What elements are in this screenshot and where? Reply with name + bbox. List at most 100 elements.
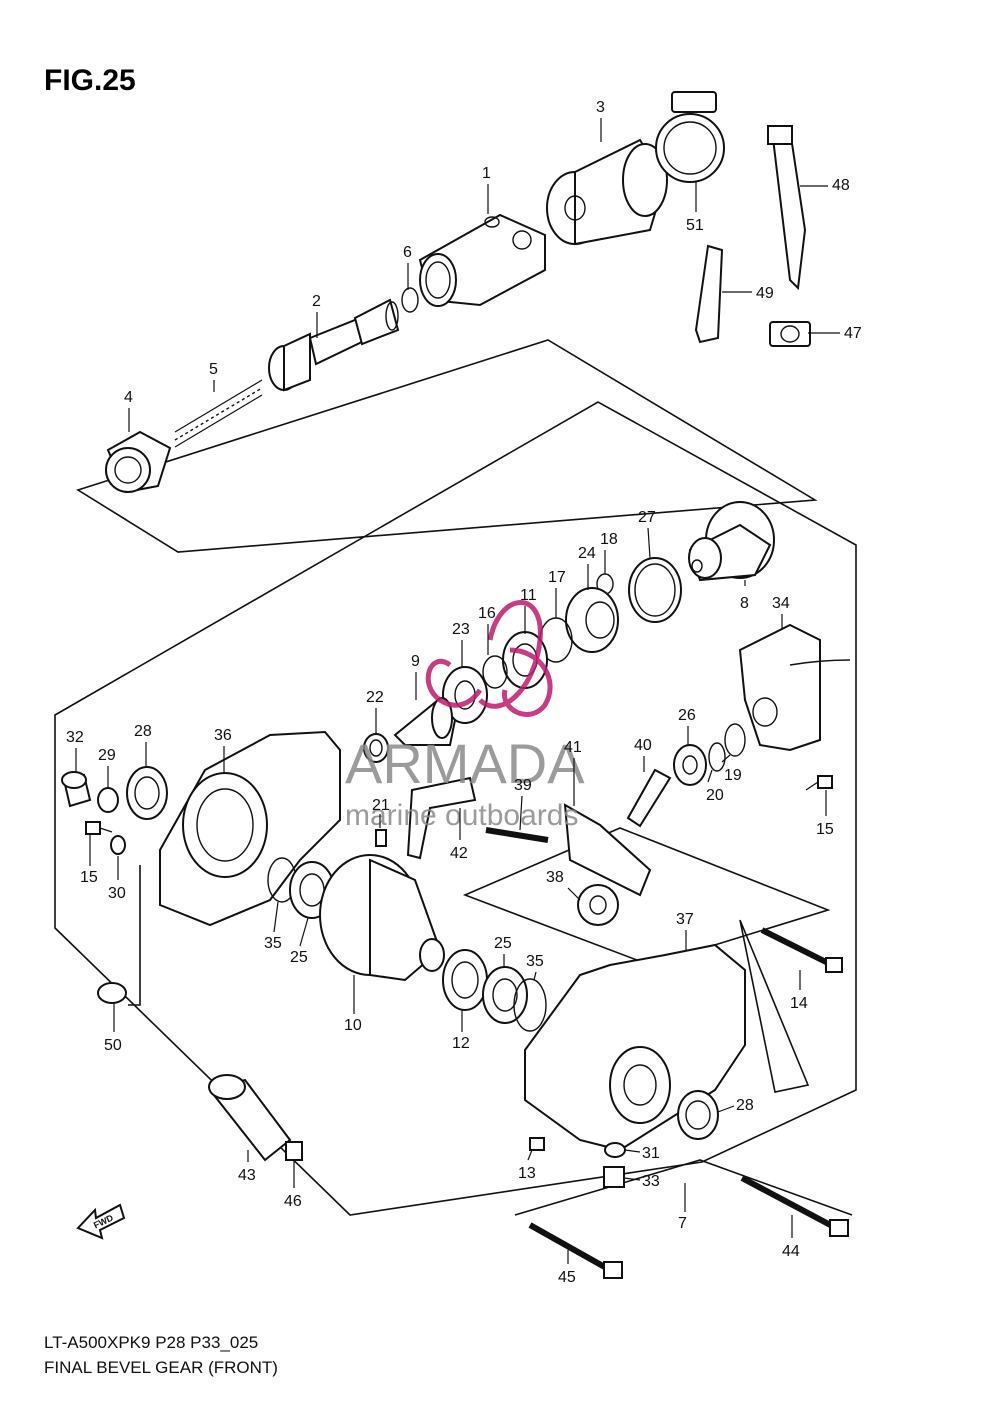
- watermark-logo-icon: [425, 600, 553, 717]
- part-44-bolt: [740, 1175, 849, 1237]
- watermark-tagline: marine outboards: [345, 799, 578, 832]
- part-28-seal-right: [677, 1090, 719, 1140]
- callout-leader: [707, 769, 713, 783]
- callout-15: 15: [80, 869, 98, 886]
- callout-1: 1: [482, 165, 491, 182]
- part-19-circlip: [724, 723, 746, 757]
- part-4-seal: [105, 430, 172, 494]
- callout-23: 23: [452, 621, 470, 638]
- callout-48: 48: [832, 177, 850, 194]
- lower-bracket: [514, 1159, 853, 1216]
- callout-35: 35: [526, 953, 544, 970]
- part-43-boot: [208, 1074, 292, 1162]
- callout-18: 18: [600, 531, 618, 548]
- callout-9: 9: [411, 653, 420, 670]
- callout-28: 28: [736, 1097, 754, 1114]
- callout-leader: [273, 901, 279, 933]
- part-35-shim-right: [513, 978, 547, 1032]
- callout-42: 42: [450, 845, 468, 862]
- callout-4: 4: [124, 389, 133, 406]
- callout-30: 30: [108, 885, 126, 902]
- callout-43: 43: [238, 1167, 256, 1184]
- part-28-seal-left: [126, 766, 168, 820]
- part-1-universal-joint: [418, 213, 546, 307]
- part-21-pin: [375, 829, 387, 847]
- part-41-shift-fork: [563, 803, 652, 897]
- part-46-clamp: [285, 1141, 303, 1161]
- callout-5: 5: [209, 361, 218, 378]
- callout-labels: 1234567891011121314151516171819202122232…: [66, 99, 862, 1286]
- callout-37: 37: [676, 911, 694, 928]
- part-33-plug: [603, 1166, 625, 1188]
- callout-leader: [624, 1149, 641, 1153]
- callout-12: 12: [452, 1035, 470, 1052]
- callout-27: 27: [638, 509, 656, 526]
- callout-32: 32: [66, 729, 84, 746]
- figure-title: FIG.25: [44, 64, 136, 97]
- callout-33: 33: [642, 1173, 660, 1190]
- callout-leader: [717, 1105, 735, 1113]
- part-26-bearing: [673, 744, 707, 786]
- callout-19: 19: [724, 767, 742, 784]
- part-48-tie-strap: [767, 125, 807, 291]
- callout-6: 6: [403, 244, 412, 261]
- callout-36: 36: [214, 727, 232, 744]
- callout-leader: [519, 795, 523, 831]
- callout-leader: [721, 754, 731, 763]
- callout-25: 25: [494, 935, 512, 952]
- callout-7: 7: [678, 1215, 687, 1232]
- part-51-band: [655, 91, 725, 183]
- callout-leader: [533, 971, 537, 981]
- callout-leader: [567, 887, 581, 901]
- callout-3: 3: [596, 99, 605, 116]
- part-29-washer: [97, 787, 119, 813]
- part-25-bearing-right: [482, 966, 528, 1024]
- callout-50: 50: [104, 1037, 122, 1054]
- callout-38: 38: [546, 869, 564, 886]
- left-bracket: [128, 865, 141, 1006]
- callout-16: 16: [478, 605, 496, 622]
- callout-2: 2: [312, 293, 321, 310]
- part-10-ring-gear: [319, 854, 445, 982]
- callout-28: 28: [134, 723, 152, 740]
- callout-leader: [647, 527, 651, 559]
- part-22-needle-bearing: [363, 733, 389, 763]
- callout-49: 49: [756, 285, 774, 302]
- callout-leader: [527, 1149, 533, 1161]
- callout-11: 11: [520, 587, 537, 604]
- part-31-washer: [604, 1142, 626, 1158]
- part-12-seal: [442, 949, 488, 1011]
- fwd-arrow-icon: FWD: [76, 1203, 126, 1240]
- callout-31: 31: [642, 1145, 660, 1162]
- part-14-bolt: [760, 927, 843, 973]
- part-32-plug: [61, 771, 92, 808]
- part-24-bearing: [565, 587, 619, 653]
- callout-10: 10: [344, 1017, 362, 1034]
- part-20-ring: [708, 742, 726, 772]
- footer-code: LT-A500XPK9 P28 P33_025: [44, 1333, 258, 1352]
- main-frame: [54, 401, 857, 1216]
- callout-15: 15: [816, 821, 834, 838]
- callout-21: 21: [372, 797, 390, 814]
- callout-40: 40: [634, 737, 652, 754]
- callout-24: 24: [578, 545, 596, 562]
- part-42-shift-fork: [406, 776, 477, 860]
- callout-41: 41: [564, 739, 582, 756]
- callout-45: 45: [558, 1269, 576, 1286]
- inner-frame: [462, 827, 831, 966]
- part-3-boot: [546, 138, 668, 246]
- callout-46: 46: [284, 1193, 302, 1210]
- part-45-bolt: [528, 1222, 623, 1279]
- callout-25: 25: [290, 949, 308, 966]
- part-15-bolt-right: [805, 775, 833, 791]
- part-47-clamp: [769, 321, 811, 347]
- callout-13: 13: [518, 1165, 536, 1182]
- part-16-spacer: [482, 655, 508, 689]
- callout-51: 51: [686, 217, 704, 234]
- part-38-sleeve: [577, 884, 619, 926]
- part-36-gear-case: [159, 730, 341, 927]
- callout-29: 29: [98, 747, 116, 764]
- footer-caption: FINAL BEVEL GEAR (FRONT): [44, 1358, 278, 1377]
- callout-39: 39: [514, 777, 532, 794]
